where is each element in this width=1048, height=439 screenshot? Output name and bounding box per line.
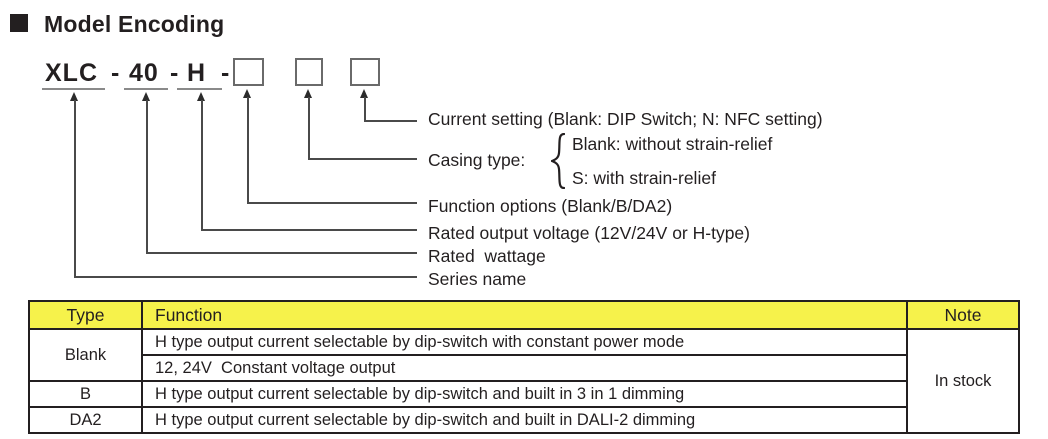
table-header-note: Note bbox=[906, 300, 1020, 330]
leader-hline bbox=[146, 252, 417, 254]
page-title: Model Encoding bbox=[44, 11, 225, 37]
leader-hline bbox=[308, 158, 417, 160]
function-cell: H type output current selectable by dip-… bbox=[141, 406, 908, 434]
section-marker-icon bbox=[10, 14, 28, 32]
model-separator: - bbox=[170, 59, 180, 87]
label-casing-type: Casing type: bbox=[428, 150, 526, 170]
code-box-casing-type bbox=[295, 58, 323, 86]
arrow-up-icon bbox=[197, 92, 205, 101]
label-rated-output-voltage: Rated output voltage (12V/24V or H-type) bbox=[428, 223, 750, 243]
model-voltage: H bbox=[187, 59, 207, 87]
model-wattage: 40 bbox=[129, 59, 159, 87]
code-box-current-setting bbox=[350, 58, 380, 86]
type-cell-da2: DA2 bbox=[28, 406, 143, 434]
function-cell: H type output current selectable by dip-… bbox=[141, 380, 908, 408]
arrow-up-icon bbox=[142, 92, 150, 101]
label-casing-option-s: S: with strain-relief bbox=[572, 168, 716, 188]
model-series: XLC bbox=[45, 59, 98, 87]
leader-vline bbox=[146, 100, 148, 254]
underline-voltage bbox=[177, 88, 222, 90]
code-box-function-options bbox=[233, 58, 264, 86]
leader-hline bbox=[364, 120, 417, 122]
function-cell: H type output current selectable by dip-… bbox=[141, 328, 908, 356]
leader-hline bbox=[201, 229, 417, 231]
leader-vline bbox=[74, 100, 76, 278]
brace-icon bbox=[551, 133, 565, 189]
function-cell: 12, 24V Constant voltage output bbox=[141, 354, 908, 382]
table-header-type: Type bbox=[28, 300, 143, 330]
leader-vline bbox=[364, 97, 366, 122]
underline-wattage bbox=[124, 88, 168, 90]
note-cell: In stock bbox=[906, 328, 1020, 434]
label-current-setting: Current setting (Blank: DIP Switch; N: N… bbox=[428, 109, 823, 129]
table-row: DA2 H type output current selectable by … bbox=[28, 406, 1019, 434]
leader-hline bbox=[74, 276, 417, 278]
model-separator: - bbox=[111, 59, 121, 87]
type-cell-blank: Blank bbox=[28, 328, 143, 382]
leader-vline bbox=[247, 97, 249, 204]
model-separator: - bbox=[221, 59, 231, 87]
model-function-table: Type Function Note Blank H type output c… bbox=[28, 300, 1020, 434]
table-header-function: Function bbox=[141, 300, 908, 330]
arrow-up-icon bbox=[304, 89, 312, 98]
underline-series bbox=[42, 88, 105, 90]
arrow-up-icon bbox=[360, 89, 368, 98]
table-row: B H type output current selectable by di… bbox=[28, 380, 1019, 408]
label-casing-option-blank: Blank: without strain-relief bbox=[572, 134, 773, 154]
label-series-name: Series name bbox=[428, 269, 527, 289]
label-function-options: Function options (Blank/B/DA2) bbox=[428, 196, 673, 216]
table-header-row: Type Function Note bbox=[28, 300, 1020, 330]
label-rated-wattage: Rated wattage bbox=[428, 246, 546, 266]
table-row: 12, 24V Constant voltage output bbox=[29, 354, 1019, 382]
leader-vline bbox=[201, 100, 203, 231]
leader-hline bbox=[247, 202, 417, 204]
table-row: Blank H type output current selectable b… bbox=[28, 328, 1020, 434]
arrow-up-icon bbox=[243, 89, 251, 98]
type-cell-b: B bbox=[28, 380, 143, 408]
leader-vline bbox=[308, 97, 310, 160]
arrow-up-icon bbox=[70, 92, 78, 101]
